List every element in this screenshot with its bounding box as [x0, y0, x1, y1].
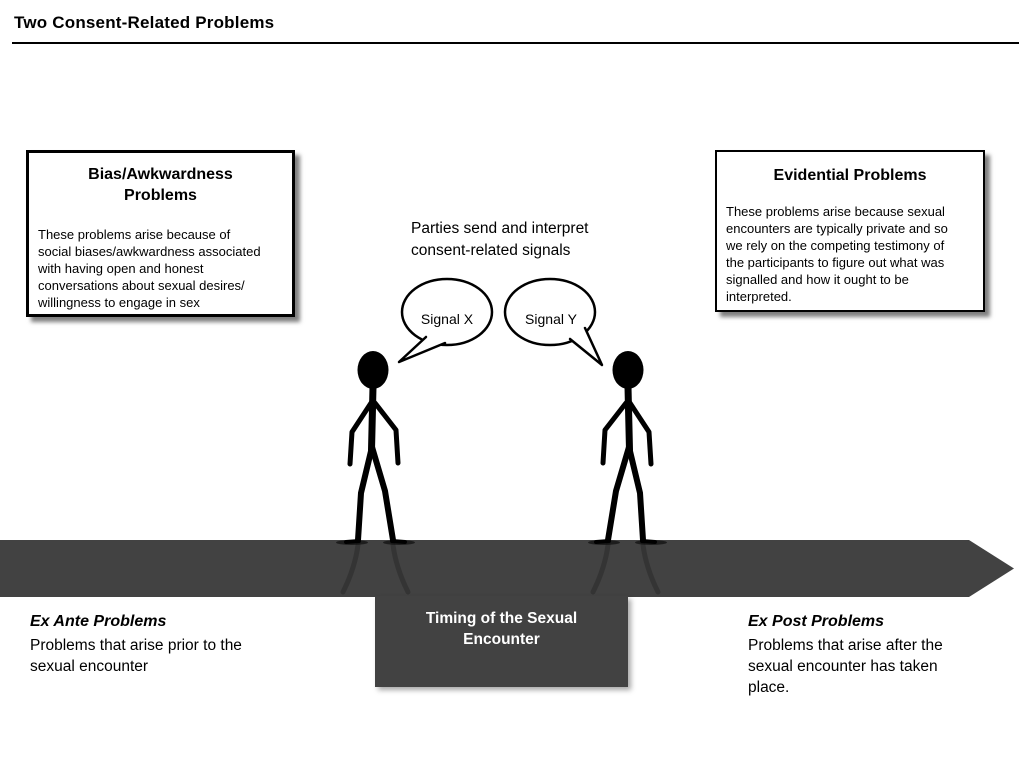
evidential-box-title: Evidential Problems — [773, 167, 927, 184]
title-divider — [12, 42, 1019, 44]
bias-box-title: Bias/Awkwardness Problems — [88, 166, 233, 204]
scene-caption: Parties send and interpret consent-relat… — [411, 220, 589, 259]
speech-bubble-right-icon — [503, 277, 604, 367]
ex-post-note: Ex Post Problems Problems that arise aft… — [748, 611, 943, 698]
stick-figure-right — [594, 351, 657, 544]
timeline-arrow — [0, 540, 1014, 597]
signal-x-label: Signal X — [420, 311, 474, 327]
figure-reflections — [336, 540, 667, 595]
timing-box: Timing of the Sexual Encounter — [375, 596, 628, 687]
stick-figure-left — [344, 351, 407, 544]
bias-box-body: These problems arise because of social b… — [38, 227, 261, 310]
evidential-box-body: These problems arise because sexual enco… — [726, 204, 948, 304]
bias-awkwardness-box: Bias/Awkwardness Problems These problems… — [26, 150, 295, 317]
ex-ante-note: Ex Ante Problems Problems that arise pri… — [30, 611, 242, 677]
signal-y-label: Signal Y — [525, 311, 577, 327]
timing-box-label: Timing of the Sexual Encounter — [425, 610, 578, 648]
speech-bubble-left-icon — [397, 277, 494, 364]
ex-post-title: Ex Post Problems — [748, 613, 885, 630]
evidential-box: Evidential Problems These problems arise… — [715, 150, 985, 312]
ex-post-body: Problems that arise after the sexual enc… — [748, 637, 943, 696]
ex-ante-title: Ex Ante Problems — [30, 613, 167, 630]
slide-title: Two Consent-Related Problems — [14, 13, 275, 32]
ex-ante-body: Problems that arise prior to the sexual … — [30, 637, 242, 675]
